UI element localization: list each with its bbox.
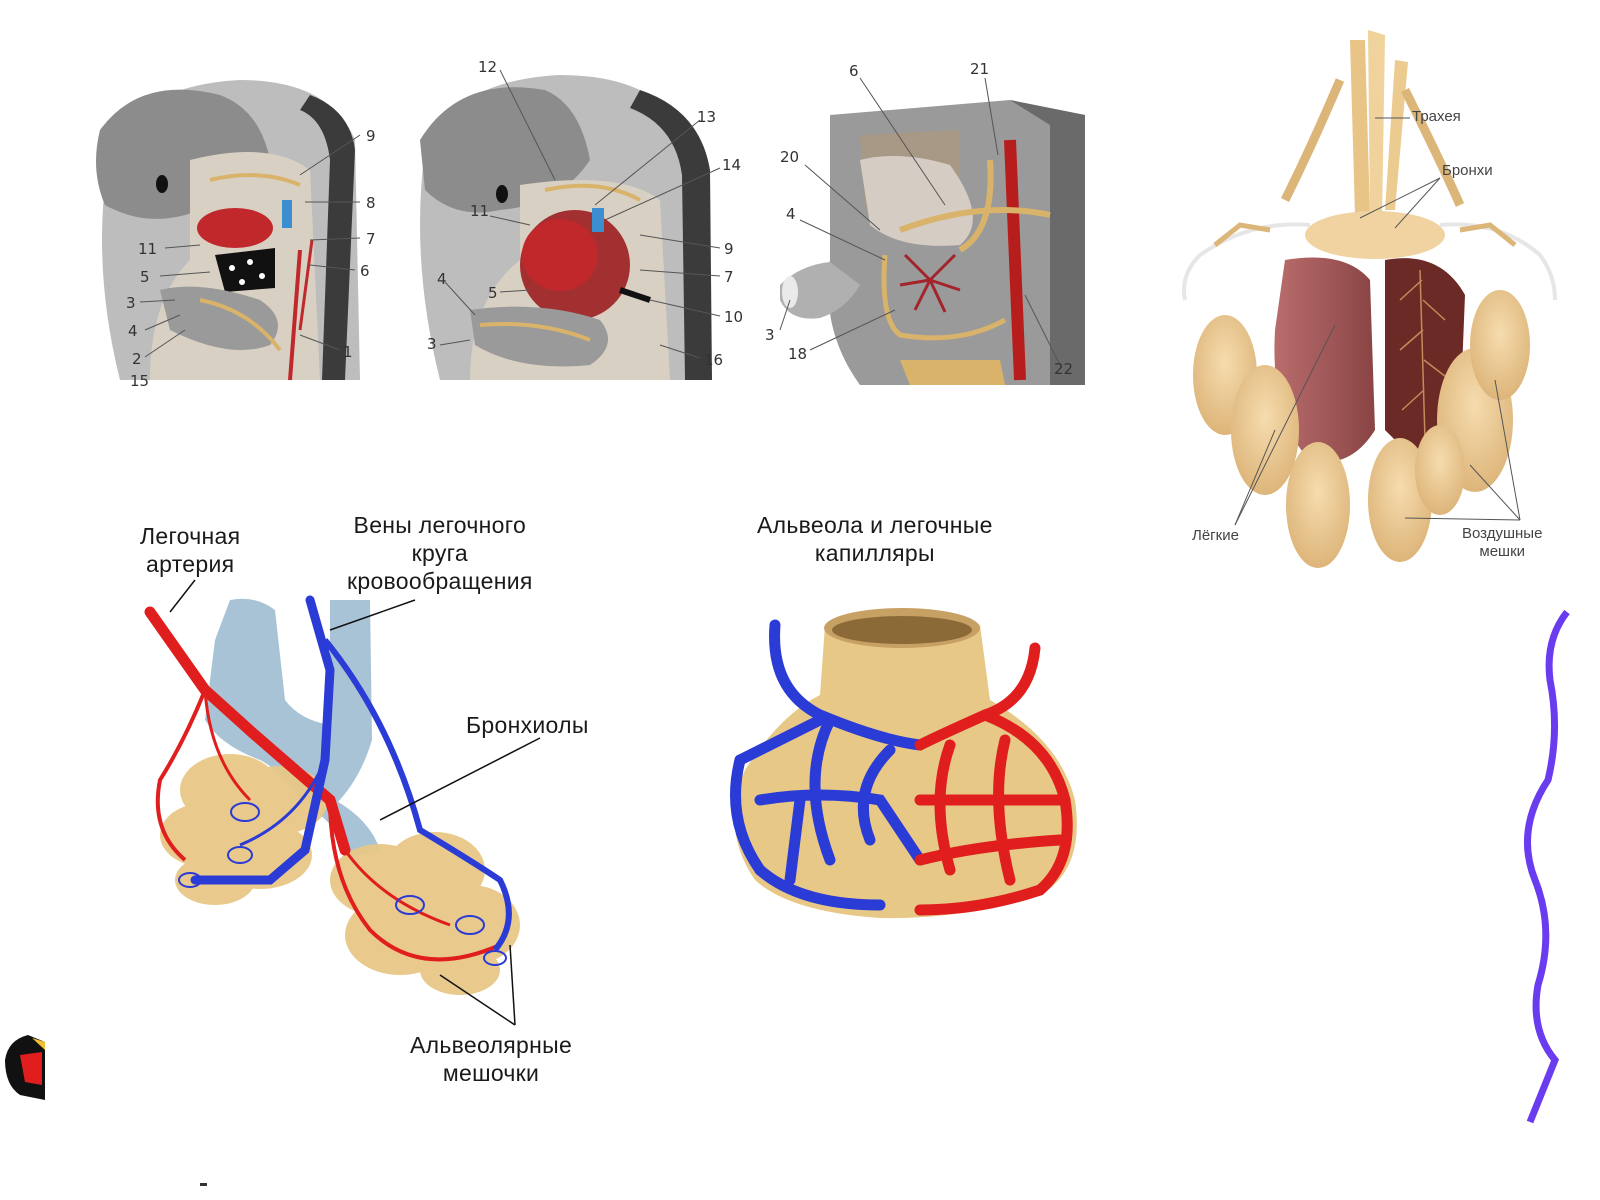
- air-sacs-label-line1: Воздушные: [1462, 525, 1543, 542]
- embryo1-label-4: 4: [128, 322, 138, 340]
- embryo1-label-7: 7: [366, 230, 376, 248]
- alveolus-figure: [730, 608, 1077, 919]
- embryo1-label-8: 8: [366, 194, 376, 212]
- pulmonary-artery-label-line1: Легочная: [140, 523, 241, 549]
- pulmonary-veins-label: Вены легочного круга кровообращения: [347, 511, 533, 595]
- embryo-figure-2: [420, 75, 712, 380]
- embryo1-label-1: 1: [343, 343, 353, 361]
- air-sacs-label-line2: мешки: [1479, 543, 1526, 560]
- embryo3-label-3: 3: [765, 326, 775, 344]
- embryo1-label-15: 15: [130, 372, 150, 390]
- embryo1-label-11: 11: [138, 240, 158, 258]
- alveolar-sacs-label: Альвеолярные мешочки: [410, 1031, 572, 1087]
- embryo3-label-6: 6: [849, 62, 859, 80]
- embryo2-label-11: 11: [470, 202, 490, 220]
- embryo1-label-3: 3: [126, 294, 136, 312]
- wavy-line: [1523, 609, 1570, 1124]
- corner-fragment: [5, 1035, 207, 1186]
- trachea-label: Трахея: [1412, 108, 1461, 125]
- embryo-figure-3: [780, 100, 1085, 385]
- embryo-numbers-2: [439, 69, 721, 359]
- bronchioles-label: Бронхиолы: [466, 712, 589, 738]
- bird-lungs-label: Лёгкие: [1192, 527, 1239, 544]
- embryo3-label-4: 4: [786, 205, 796, 223]
- embryo1-label-6: 6: [360, 262, 370, 280]
- embryo2-label-7: 7: [724, 268, 734, 286]
- alveolar-sacs-label-line1: Альвеолярные: [410, 1032, 573, 1058]
- embryo2-label-9: 9: [724, 240, 734, 258]
- embryo2-label-10: 10: [724, 308, 744, 326]
- alveolus-title: Альвеола и легочные капилляры: [757, 511, 993, 567]
- embryo2-label-4: 4: [437, 270, 447, 288]
- embryo-numbers-3: [779, 77, 1061, 366]
- embryo-figure-1: [96, 80, 360, 381]
- pulmonary-veins-label-line1: Вены легочного: [353, 512, 527, 538]
- alveolar-sacs-label-line2: мешочки: [442, 1060, 540, 1086]
- embryo2-label-12: 12: [478, 58, 498, 76]
- embryo3-label-21: 21: [970, 60, 990, 78]
- embryo1-label-2: 2: [132, 350, 142, 368]
- bronchi-label: Бронхи: [1442, 162, 1493, 179]
- pulmonary-artery-label-line2: артерия: [146, 551, 235, 577]
- embryo3-label-22: 22: [1054, 360, 1074, 378]
- pulmonary-artery-label: Легочная артерия: [140, 522, 240, 578]
- alveolus-title-line2: капилляры: [814, 540, 935, 566]
- pulmonary-veins-label-line2: круга: [411, 540, 468, 566]
- embryo2-label-5: 5: [488, 284, 498, 302]
- embryo2-label-13: 13: [697, 108, 717, 126]
- embryo3-label-18: 18: [788, 345, 808, 363]
- embryo2-label-16: 16: [704, 351, 724, 369]
- embryo-numbers-1: [139, 134, 361, 358]
- embryo1-label-9: 9: [366, 127, 376, 145]
- embryo3-label-20: 20: [780, 148, 800, 166]
- air-sacs-label: Воздушные мешки: [1462, 525, 1542, 561]
- embryo1-label-5: 5: [140, 268, 150, 286]
- bird-respiratory-figure: [1182, 30, 1557, 568]
- alveolus-title-line1: Альвеола и легочные: [757, 512, 993, 538]
- pulmonary-veins-label-line3: кровообращения: [347, 568, 533, 594]
- bronchioles-figure: [144, 579, 541, 1026]
- embryo2-label-3: 3: [427, 335, 437, 353]
- embryo2-label-14: 14: [722, 156, 742, 174]
